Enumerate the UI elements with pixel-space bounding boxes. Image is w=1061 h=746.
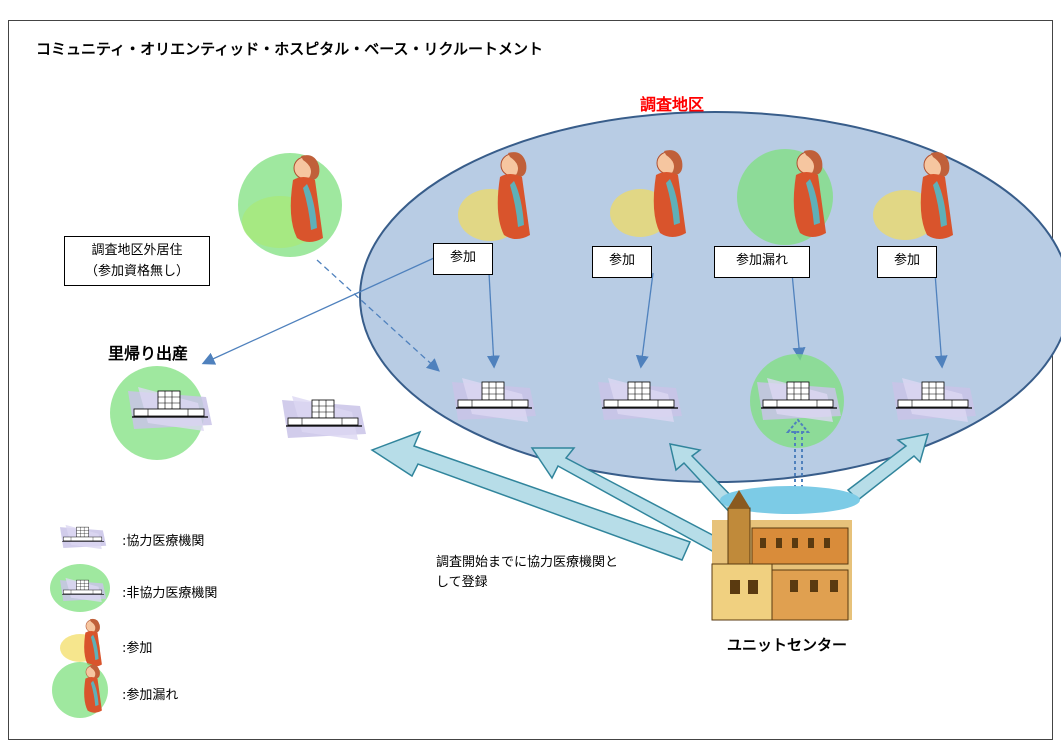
status-label-participate: 参加: [877, 246, 937, 278]
legend-noncooperating-label: :非協力医療機関: [122, 586, 218, 601]
woman-participating-icon: [873, 151, 954, 240]
line-missed: [791, 272, 806, 361]
hospital-noncooperating-satogaeri-icon: [110, 366, 213, 460]
legend-participating-label: :参加: [122, 641, 153, 656]
woman-participating-icon: [458, 151, 531, 241]
woman-outside-icon: [238, 153, 342, 257]
line-participate-2: [635, 272, 654, 369]
satogaeri-label: 里帰り出産: [108, 344, 189, 363]
legend-cooperating-label: :協力医療機関: [122, 534, 205, 549]
diagram-frame: [8, 20, 1053, 740]
hospital-cooperating-icon: [281, 395, 367, 441]
legend-noncooperating-icon: [50, 564, 110, 612]
dotted-arrow-head: [785, 418, 811, 433]
line-participate-3: [934, 272, 948, 369]
legend-participating-icon: [60, 618, 103, 667]
woman-missed-icon: [737, 149, 833, 245]
outside-region-line1: 調査地区外居住: [91, 243, 183, 258]
survey-region-ellipse: [359, 111, 1061, 483]
legend-missed-icon: [52, 662, 108, 718]
legend-cooperating-icon: [59, 524, 107, 550]
dashed-line-outside: [316, 259, 440, 372]
unit-center-building-icon: [711, 486, 860, 621]
legend-missed-label: :参加漏れ: [122, 688, 179, 703]
unit-center-label: ユニットセンター: [727, 636, 848, 654]
line-to-satogaeri: [201, 257, 435, 365]
survey-region-label: 調査地区: [640, 95, 705, 114]
woman-participating-icon: [610, 149, 687, 238]
outside-region-box: 調査地区外居住 （参加資格無し）: [64, 236, 210, 286]
hospital-noncooperating-icon: [750, 354, 844, 448]
status-label-participate: 参加: [433, 243, 493, 275]
status-label-missed: 参加漏れ: [714, 246, 810, 278]
outside-region-line2: （参加資格無し）: [84, 264, 189, 279]
diagram-title: コミュニティ・オリエンティッド・ホスピタル・ベース・リクルートメント: [36, 40, 544, 58]
status-label-participate: 参加: [592, 246, 652, 278]
registration-note: 調査開始までに協力医療機関として登録: [436, 555, 619, 590]
line-participate-1: [486, 272, 500, 369]
